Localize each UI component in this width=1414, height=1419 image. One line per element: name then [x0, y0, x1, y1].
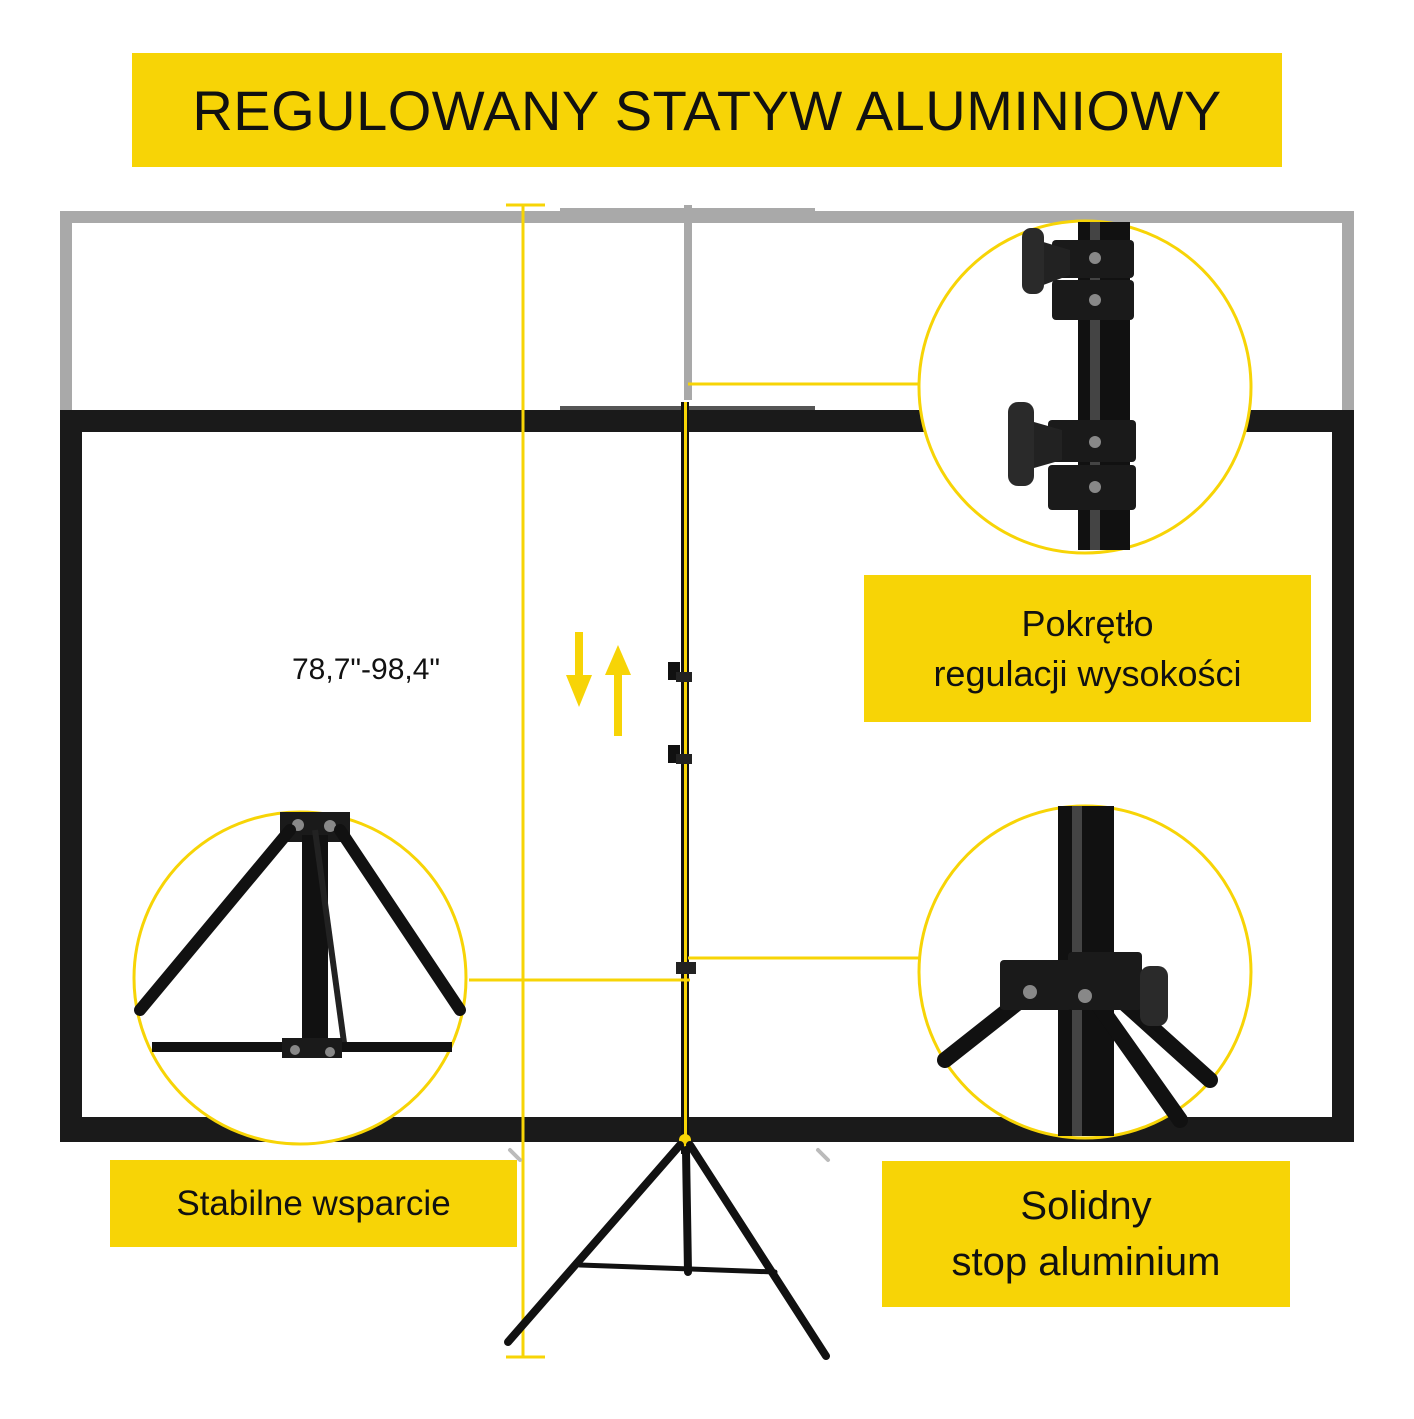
- page-title: REGULOWANY STATYW ALUMINIOWY: [192, 78, 1222, 142]
- tripod-base-icon: [132, 810, 468, 1146]
- callout-alloy: Solidny stop aluminium: [882, 1161, 1290, 1307]
- title-banner: REGULOWANY STATYW ALUMINIOWY: [132, 53, 1282, 167]
- callout-knob-line2: regulacji wysokości: [933, 652, 1242, 694]
- callout-support-text: Stabilne wsparcie: [176, 1183, 451, 1223]
- callout-alloy-line1: Solidny: [1020, 1184, 1152, 1228]
- adjust-arrows-icon: [566, 632, 631, 736]
- tripod-legs: [504, 1141, 830, 1360]
- callout-alloy-line2: stop aluminium: [951, 1240, 1221, 1284]
- knob-clamp-icon: [917, 219, 1253, 555]
- callout-knob: Pokrętło regulacji wysokości: [864, 575, 1311, 722]
- callout-knob-line1: Pokrętło: [1021, 602, 1154, 644]
- tripod-clamp-icon: [917, 804, 1253, 1140]
- height-range-label: 78,7"-98,4": [292, 653, 441, 686]
- callout-support: Stabilne wsparcie: [110, 1160, 517, 1247]
- height-dimension-line: [506, 203, 545, 1359]
- callout-leader-lines: [469, 382, 920, 982]
